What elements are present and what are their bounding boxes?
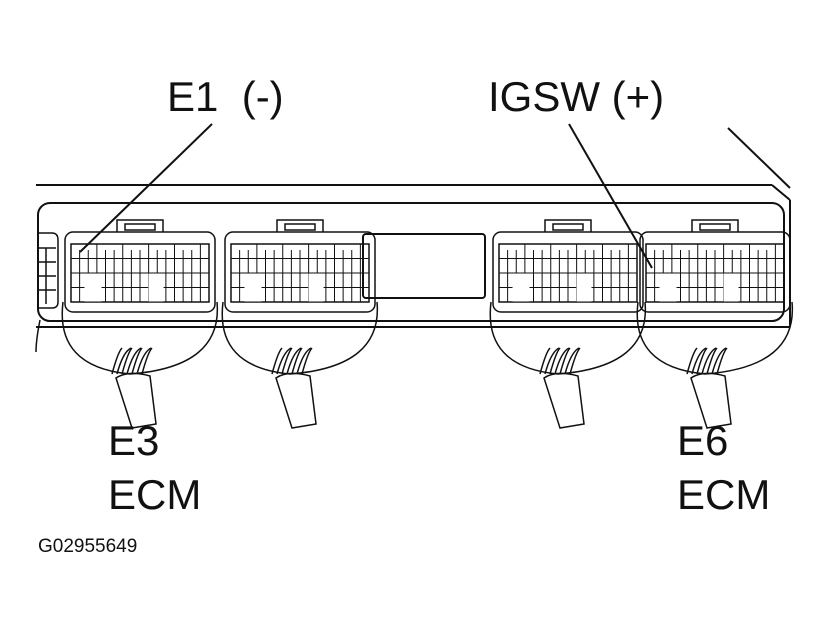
- e1-label: E1 (-): [167, 73, 284, 120]
- connector-1: [61, 219, 219, 429]
- partial-connector: [35, 232, 59, 353]
- e1-leader: [79, 123, 213, 253]
- connector-3: [489, 219, 647, 429]
- pin-grid: [499, 244, 637, 302]
- igsw-label: IGSW (+): [488, 73, 665, 120]
- e6-ecm-label: ECM: [677, 471, 771, 518]
- pin-grid: [231, 244, 369, 302]
- pin-grid: [71, 244, 209, 302]
- wire-bundle: [543, 372, 585, 429]
- e3-label: E3: [108, 417, 160, 464]
- connector-2: [221, 219, 379, 429]
- e3-ecm-label: ECM: [108, 471, 202, 518]
- leader-lines: [79, 123, 653, 269]
- connectors: [61, 219, 794, 429]
- wire-bundle: [275, 372, 317, 429]
- igsw-leader: [568, 123, 653, 269]
- e6-label: E6: [677, 417, 729, 464]
- figure-id: G02955649: [38, 536, 138, 557]
- connector-4: [636, 219, 794, 429]
- pin-grid: [646, 244, 784, 302]
